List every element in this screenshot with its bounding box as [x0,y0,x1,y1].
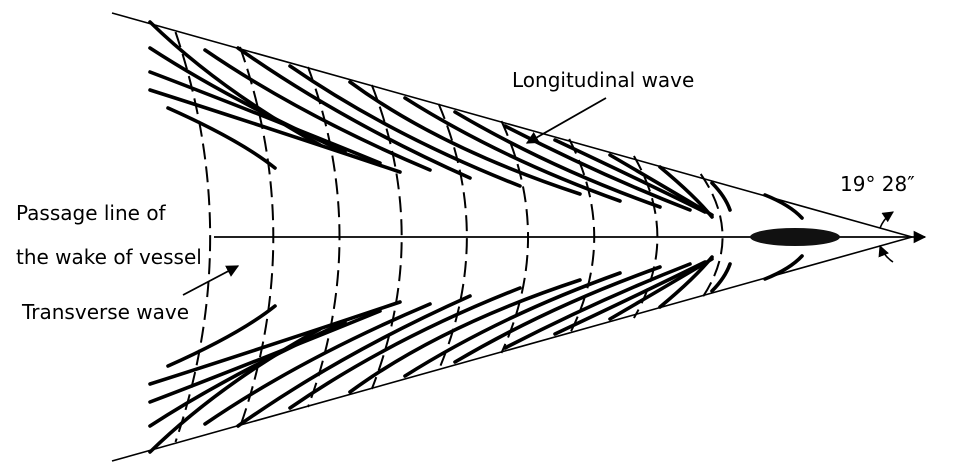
divergent-wave-upper-1 [148,20,322,147]
divergent-wave-upper-11 [453,110,662,209]
divergent-wave-upper-3 [148,70,382,165]
vessel [750,228,840,246]
wedge-lower-boundary [111,236,913,462]
divergent-wave-lower-12 [503,262,692,350]
divergent-wave-lower-4 [148,300,402,386]
divergent-wave-upper-9 [348,80,582,196]
divergent-wave-lower-9 [348,278,582,394]
transverse-wave-3 [307,66,341,408]
divergent-wave-lower-11 [453,265,662,364]
divergent-wave-lower-10 [403,271,622,378]
divergent-wave-lower-5 [166,304,277,368]
longitudinal-leader [525,97,607,144]
divergent-wave-upper-4 [148,88,402,174]
divergent-wave-upper-17 [763,193,804,220]
angle-arc-upper [879,211,894,229]
angle-label: 19° 28″ [840,172,915,196]
passage-line-label-line1: Passage line of [16,201,166,225]
divergent-wave-lower-6 [203,302,432,426]
transverse-wave-label: Transverse wave [22,300,190,324]
passage-line-label-line2: the wake of vessel [16,245,202,269]
divergent-wave-upper-8 [288,64,522,188]
divergent-wave-upper-13 [553,138,707,214]
divergent-waves-group [148,20,804,454]
divergent-wave-lower-3 [148,309,382,404]
divergent-wave-upper-5 [166,106,277,170]
divergent-wave-lower-7 [236,294,472,428]
divergent-wave-upper-16 [710,181,732,212]
divergent-wave-upper-15 [658,165,714,219]
divergent-wave-lower-15 [658,255,714,309]
transverse-wave-5 [437,103,468,371]
divergent-wave-lower-16 [710,262,732,293]
divergent-wave-lower-17 [763,254,804,281]
transverse-leader [182,265,240,296]
divergent-wave-upper-6 [203,48,432,172]
divergent-wave-lower-1 [148,327,322,454]
transverse-wave-2 [239,46,275,428]
divergent-wave-upper-10 [403,96,622,203]
longitudinal-wave-label: Longitudinal wave [512,68,695,92]
angle-arc-lower [878,244,894,263]
divergent-wave-upper-7 [236,46,472,180]
divergent-wave-lower-14 [608,257,714,321]
wedge-upper-boundary [111,12,913,238]
divergent-wave-lower-13 [553,260,707,336]
transverse-wave-6 [500,120,530,354]
divergent-wave-lower-8 [288,286,522,410]
divergent-wave-upper-14 [608,153,714,217]
transverse-wave-9 [699,173,724,301]
